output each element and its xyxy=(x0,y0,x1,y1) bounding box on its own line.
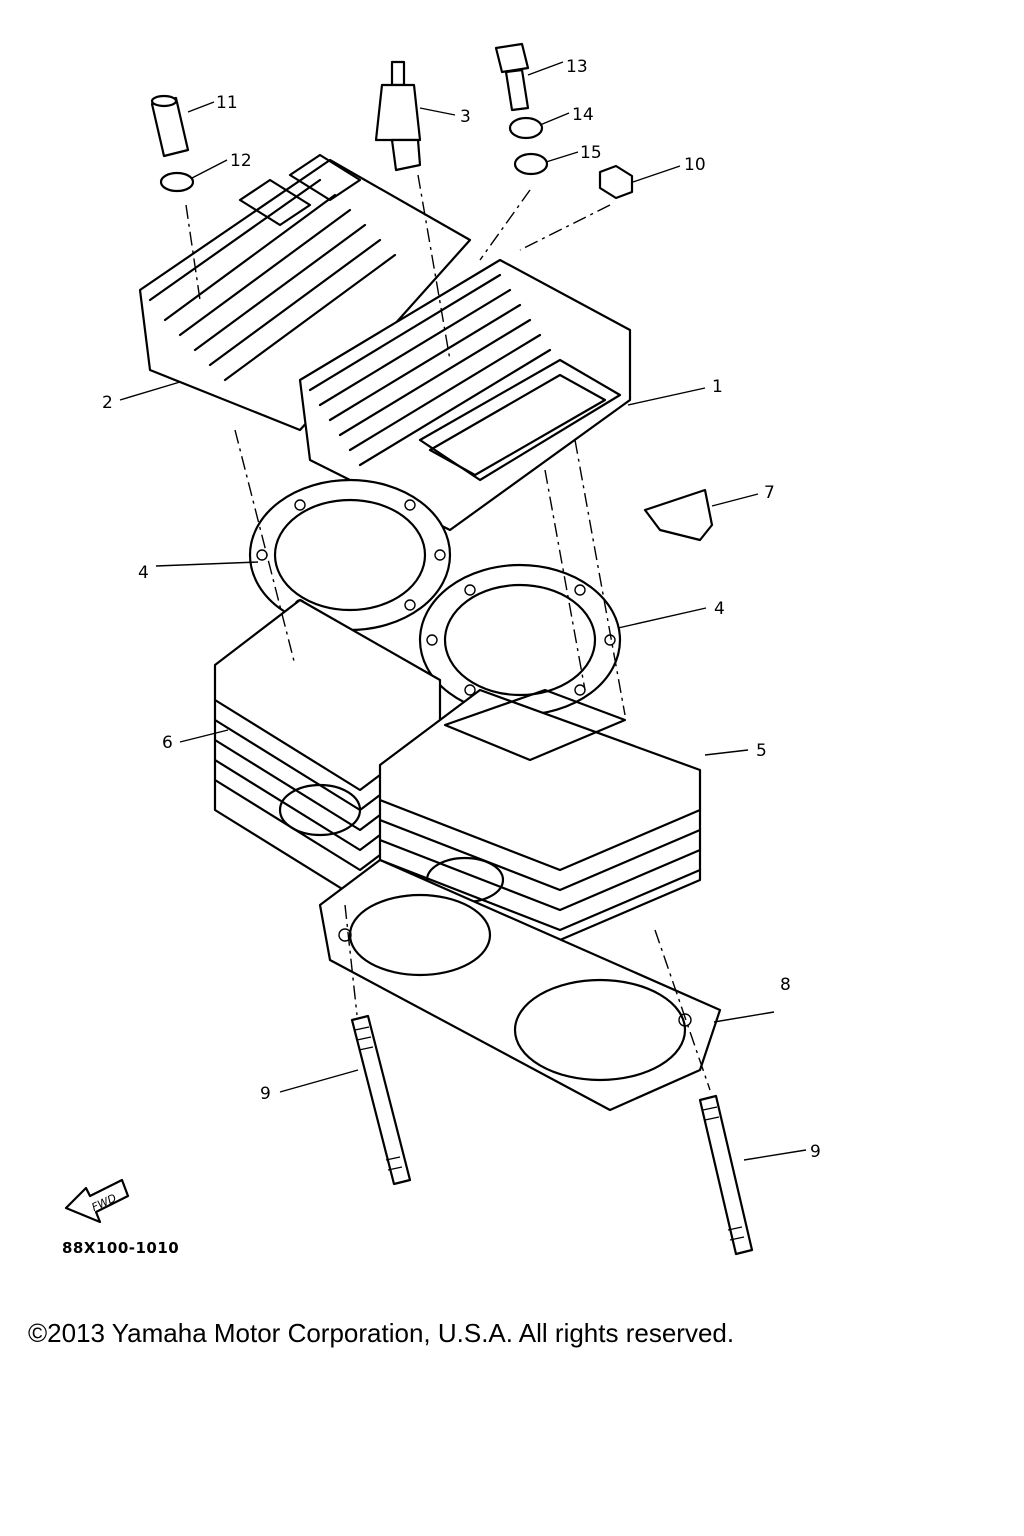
forward-arrow-icon: FWD xyxy=(64,1178,130,1224)
callout-2: 2 xyxy=(102,393,113,413)
exploded-parts-diagram: 1 2 3 4 4 5 6 7 8 9 9 10 11 12 13 14 15 … xyxy=(64,42,821,1256)
stud-bolt-right xyxy=(698,1094,754,1256)
head-gasket-front xyxy=(418,563,622,717)
cylinder-front xyxy=(378,688,702,942)
washer-14 xyxy=(508,116,544,140)
stud-bolt-left xyxy=(350,1014,412,1186)
collar-sleeve xyxy=(150,94,190,158)
callout-4a: 4 xyxy=(138,563,149,583)
callout-6: 6 xyxy=(162,733,173,753)
callout-1: 1 xyxy=(712,377,723,397)
bracket-7 xyxy=(643,488,714,542)
callout-9b: 9 xyxy=(810,1142,821,1162)
washer-12 xyxy=(159,171,195,193)
callout-11: 11 xyxy=(216,93,238,113)
callout-7: 7 xyxy=(764,483,775,503)
cylinder-head-rear xyxy=(138,153,472,432)
washer-15 xyxy=(513,152,549,176)
callout-3: 3 xyxy=(460,107,471,127)
callout-15: 15 xyxy=(580,143,602,163)
cylinder-head-front xyxy=(298,258,632,532)
base-gasket xyxy=(318,858,722,1112)
nut-10 xyxy=(598,164,634,200)
spark-plug xyxy=(374,60,422,172)
copyright-notice: ©2013 Yamaha Motor Corporation, U.S.A. A… xyxy=(28,1318,735,1348)
callout-14: 14 xyxy=(572,105,594,125)
alignment-lines xyxy=(185,174,711,1091)
leader-lines xyxy=(119,61,807,1161)
callout-12: 12 xyxy=(230,151,252,171)
bolt-13 xyxy=(494,42,530,112)
callout-5: 5 xyxy=(756,741,767,761)
callout-labels: 1 2 3 4 4 5 6 7 8 9 9 10 11 12 13 14 15 xyxy=(102,57,821,1162)
callout-8: 8 xyxy=(780,975,791,995)
callout-10: 10 xyxy=(684,155,706,175)
callout-4b: 4 xyxy=(714,599,725,619)
diagram-code: 88X100-1010 xyxy=(62,1239,180,1257)
callout-13: 13 xyxy=(566,57,588,77)
callout-9a: 9 xyxy=(260,1084,271,1104)
